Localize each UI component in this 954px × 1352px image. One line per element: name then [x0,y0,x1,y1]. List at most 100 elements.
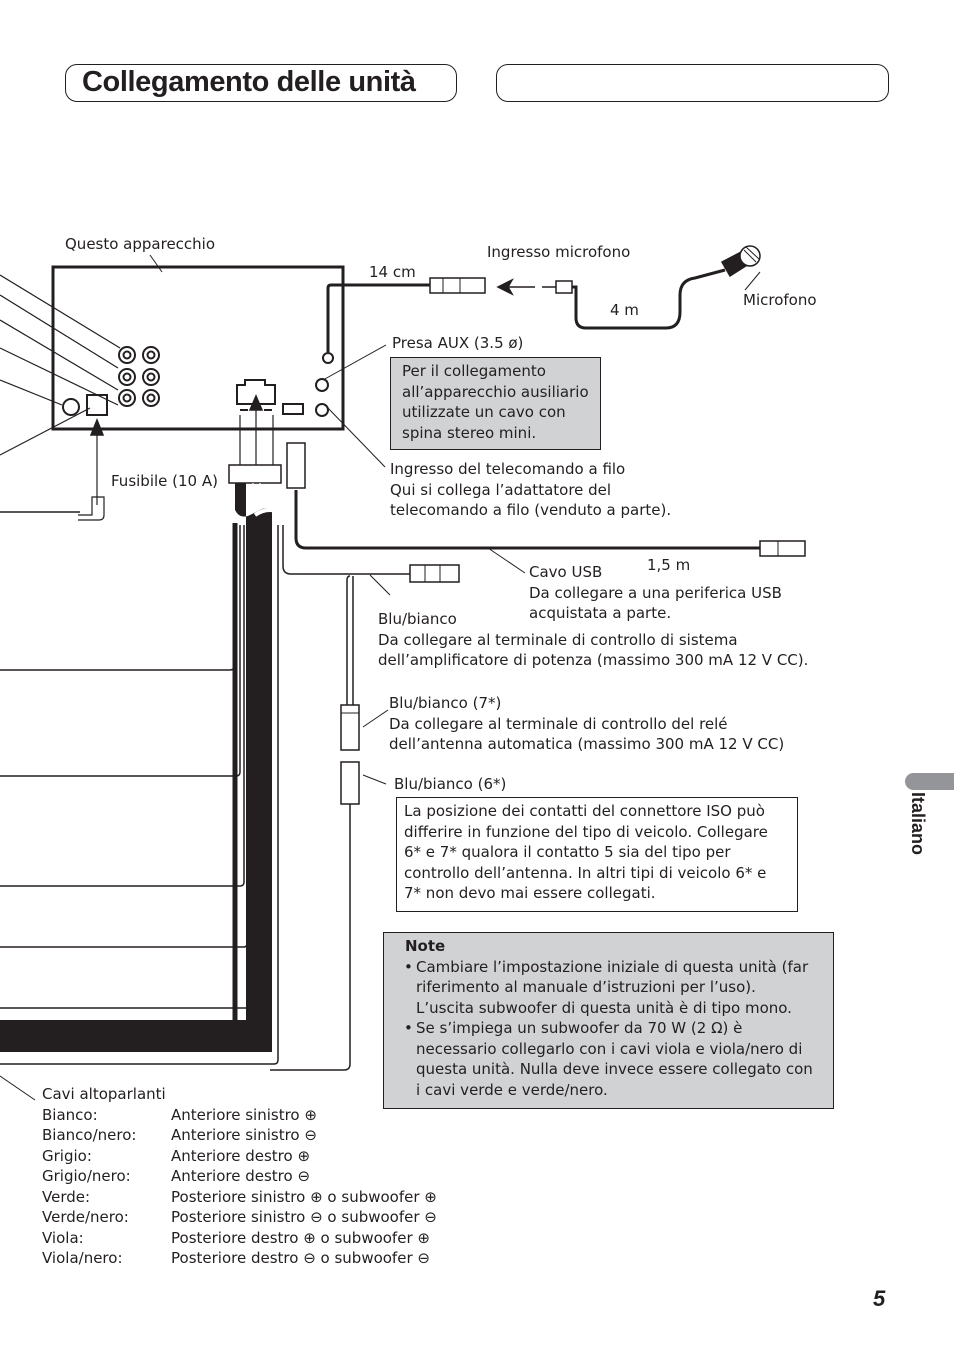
speaker-legend-row: Bianco:Anteriore sinistro ⊕ [42,1105,437,1126]
mic-label-leader [744,271,761,291]
wired-remote-line: Ingresso del telecomando a filo [390,460,626,478]
speaker-legend-row: Verde/nero: Posteriore sinistro ⊖ o subwo… [42,1207,437,1228]
title-frame [65,64,457,102]
wire-function: Anteriore destro ⊕ [171,1146,311,1165]
antenna-jack [62,398,80,416]
speaker-legend-row: Grigio: Anteriore destro ⊕ [42,1146,437,1167]
antenna-relay-plug-6 [340,761,360,805]
wire-color: Grigio/nero: [42,1167,131,1185]
wire-function: Posteriore sinistro ⊕ o subwoofer ⊕ [171,1187,437,1206]
note-item: Se s’impiega un subwoofer da 70 W (2 Ω) … [404,1018,833,1100]
speaker-leader [0,1075,36,1101]
wire-function: Anteriore sinistro ⊖ [171,1126,317,1144]
aux-info-box: Per il collegamento all’apparecchio ausi… [390,357,601,450]
usb-cable-line: acquistata a parte. [529,604,672,622]
note-list: Cambiare l’impostazione iniziale di ques… [404,957,833,1101]
usb-length-label: 1,5 m [647,556,691,574]
bluwhite-amp-wire [282,525,410,575]
header-blank-frame [496,64,889,102]
note-line: questa unità. Nulla deve invece essere c… [416,1060,813,1078]
iso-info-line: controllo dell’antenna. In altri tipi di… [404,863,767,882]
wire-function: Posteriore destro ⊕ o subwoofer ⊕ [171,1228,430,1247]
wired-remote-label: Ingresso del telecomando a filo Qui si c… [390,459,671,521]
wire-color: Viola: [42,1228,84,1247]
amp-terminal-plug [409,564,460,583]
mic-plug [542,280,573,294]
iso-socket [236,379,276,405]
aux-jack-label: Presa AUX (3.5 ø) [392,334,524,352]
note-line: L’uscita subwoofer di questa unità è di … [416,998,792,1017]
iso-info-line: La posizione dei contatti del connettore… [404,802,765,820]
aux-info-line: all’apparecchio ausiliario [402,382,589,401]
usb-cable-line: Da collegare a una periferica USB [529,583,782,602]
microphone-graphic [720,245,761,278]
aux-leader [322,344,387,381]
mic-input-plug [429,277,486,294]
wire-function: Anteriore destro ⊖ [171,1167,311,1185]
note-line: necessario collegarlo con i cavi viola e… [416,1039,803,1058]
bluwhite6-label: Blu/bianco (6*) [394,775,507,793]
wire-function: Posteriore destro ⊖ o subwoofer ⊖ [171,1249,430,1267]
speaker-cable-legend: Cavi altoparlanti Bianco:Anteriore sinis… [42,1084,437,1269]
wire-color: Bianco: [42,1105,98,1124]
wire-color: Bianco/nero: [42,1126,137,1144]
mic-jack [322,352,334,364]
usb-cable-label: Cavo USB Da collegare a una periferica U… [529,562,782,624]
fuse-holder [86,394,108,416]
iso-info-box: La posizione dei contatti del connettore… [396,797,798,912]
iso-info-line: 6* e 7* qualora il contatto 5 sia del ti… [404,843,731,861]
microphone-label: Microfono [743,291,817,309]
iso-info-line: differire in funzione del tipo di veicol… [404,822,768,841]
wire-bundle [0,483,272,1052]
antenna-relay-plug-7 [340,704,360,751]
language-tab: Italiano [902,792,932,872]
iso-info-line: 7* non devo mai essere collegati. [404,884,656,902]
bluwhite7-label: Blu/bianco (7*) Da collegare al terminal… [389,693,784,755]
rca-jacks [118,346,160,407]
note-item: Cambiare l’impostazione iniziale di ques… [404,957,833,1019]
bluwhite-amp-line: dell’amplificatore di potenza (massimo 3… [378,651,809,669]
aux-jack [315,378,329,392]
bluwhite7-line: Blu/bianco (7*) [389,694,502,712]
speaker-legend-title: Cavi altoparlanti [42,1085,166,1103]
rca-cables [0,274,121,456]
wired-remote-line: Qui si collega l’adattatore del [390,480,612,499]
length-4m-label: 4 m [610,301,639,319]
usb-cable-line: Cavo USB [529,563,603,581]
wire-color: Grigio: [42,1146,92,1165]
aux-info-line: Per il collegamento [402,362,546,380]
wire-color: Verde: [42,1187,91,1206]
speaker-legend-row: Verde: Posteriore sinistro ⊕ o subwoofer … [42,1187,437,1208]
wired-remote-line: telecomando a filo (venduto a parte). [390,501,672,519]
language-tab-marker [905,773,954,790]
usb-connector [759,540,806,557]
speaker-legend-row: Viola/nero: Posteriore destro ⊖ o subwoof… [42,1248,437,1269]
wire-function: Posteriore sinistro ⊖ o subwoofer ⊖ [171,1208,437,1226]
fuse-plug [78,496,105,521]
head-unit-body [51,265,345,431]
remote-jack [315,403,329,417]
harness-plug [228,464,282,484]
aux-info-line: utilizzate un cavo con [402,403,566,421]
mic-extension-cable [326,283,430,352]
note-line: Cambiare l’impostazione iniziale di ques… [416,957,809,976]
page-title: Collegamento delle unità [82,66,416,98]
length-14cm-label: 14 cm [369,263,416,281]
bluwhite-amp-label: Blu/bianco Da collegare al terminale di … [378,609,808,671]
bluwhite-amp-line: Blu/bianco [378,610,457,628]
usb-cable-leader [487,547,526,574]
bluwhite-amp-line: Da collegare al terminale di controllo d… [378,630,738,649]
page-number: 5 [873,1286,886,1311]
usb-plug-on-cable [286,442,306,489]
unit-label: Questo apparecchio [65,235,216,253]
speaker-legend-row: Bianco/nero: Anteriore sinistro ⊖ [42,1125,437,1146]
note-line: i cavi verde e verde/nero. [416,1080,608,1099]
bluwhite7-line: dell’antenna automatica (massimo 300 mA … [389,735,785,753]
usb-socket [282,403,304,415]
wire-color: Viola/nero: [42,1249,123,1267]
note-line: riferimento al manuale d’istruzioni per … [416,978,756,996]
speaker-legend-table: Bianco:Anteriore sinistro ⊕ Bianco/nero:… [42,1105,437,1269]
wire-color: Verde/nero: [42,1208,129,1226]
note-box: Note Cambiare l’impostazione iniziale di… [383,932,834,1109]
